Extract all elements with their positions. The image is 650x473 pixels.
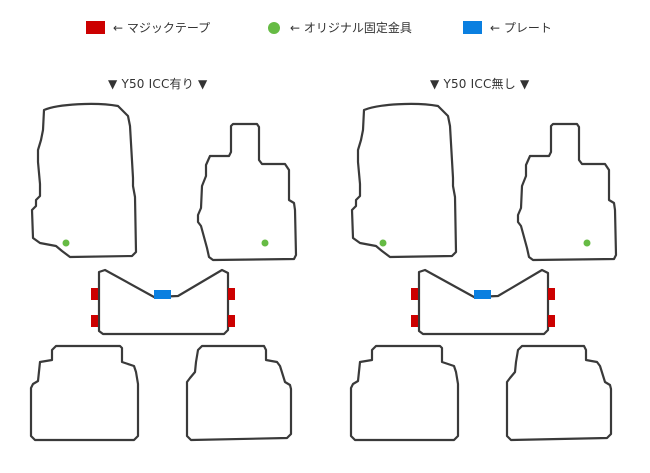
fixture-dot-passenger (583, 239, 591, 247)
magic-tape-left-bottom (91, 315, 98, 327)
mat-driver-seat (30, 102, 138, 259)
mat-rear-right (505, 344, 613, 442)
fixture-swatch (268, 21, 280, 34)
magic-tape-left-top (411, 288, 418, 300)
plate-marker (154, 290, 171, 299)
fixture-dot-passenger (261, 239, 269, 247)
mat-set-icc-without (349, 102, 618, 442)
legend-item-plate: ← プレート (463, 19, 552, 36)
legend-label-fixture: ← オリジナル固定金具 (290, 21, 412, 35)
magic-tape-right-bottom (548, 315, 555, 327)
mat-driver-seat (350, 102, 458, 259)
fixture-dot-driver (62, 239, 70, 247)
mat-rear-left (29, 344, 140, 442)
magic-tape-left-top (91, 288, 98, 300)
mat-center-console (417, 268, 550, 336)
magic-tape-swatch (86, 21, 105, 34)
section-title-icc-without: ▼ Y50 ICC無し ▼ (430, 77, 530, 91)
mat-passenger-seat (196, 122, 298, 262)
magic-tape-right-bottom (228, 315, 235, 327)
plate-marker (474, 290, 491, 299)
legend: ← マジックテープ ← オリジナル固定金具 ← プレート (0, 19, 650, 39)
mat-center-console (97, 268, 230, 336)
section-title-icc-with: ▼ Y50 ICC有り ▼ (108, 77, 208, 91)
magic-tape-right-top (228, 288, 235, 300)
legend-item-magic-tape: ← マジックテープ (86, 19, 210, 36)
magic-tape-left-bottom (411, 315, 418, 327)
legend-item-fixture: ← オリジナル固定金具 (264, 19, 412, 36)
plate-swatch (463, 21, 482, 34)
legend-label-magic-tape: ← マジックテープ (113, 21, 211, 35)
mat-rear-right (185, 344, 293, 442)
mat-rear-left (349, 344, 460, 442)
mat-passenger-seat (516, 122, 618, 262)
legend-label-plate: ← プレート (490, 21, 552, 35)
magic-tape-right-top (548, 288, 555, 300)
mat-set-icc-with (29, 102, 298, 442)
fixture-dot-driver (379, 239, 387, 247)
